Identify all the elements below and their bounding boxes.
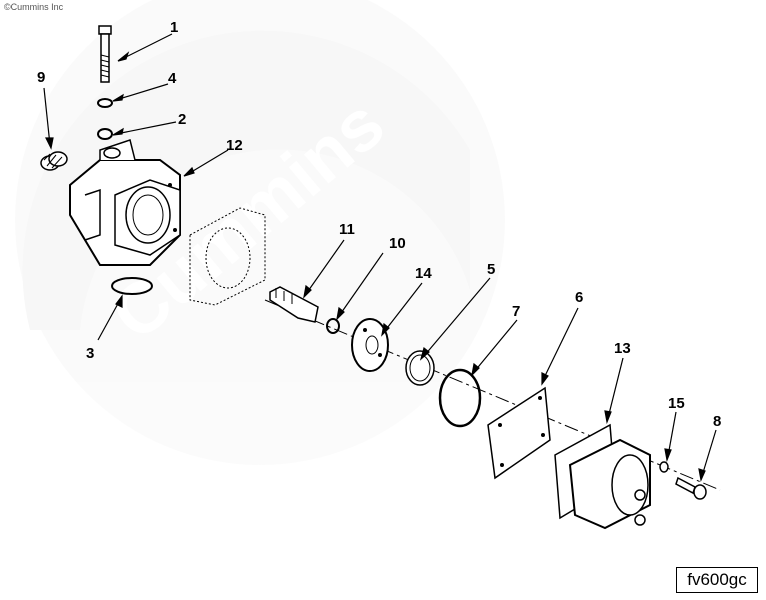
part-7-large-o-ring [438, 368, 482, 428]
leader-13 [607, 357, 624, 419]
leader-15 [667, 411, 677, 457]
callout-6: 6 [575, 289, 583, 306]
part-10-small-o-ring [326, 318, 340, 334]
leader-4 [115, 83, 169, 101]
callout-14: 14 [415, 265, 432, 282]
callout-7: 7 [512, 303, 520, 320]
leader-3 [97, 299, 121, 341]
part-14-disc [351, 318, 389, 372]
leader-6-arrow [541, 372, 549, 386]
leader-9-arrow [45, 137, 54, 150]
callout-11: 11 [339, 221, 355, 238]
part-12-housing [69, 139, 181, 266]
callout-15: 15 [668, 395, 685, 412]
part-4-lockwasher [97, 98, 113, 108]
leader-lines [43, 33, 717, 483]
leader-1-arrow [117, 51, 130, 62]
part-13-solenoid [554, 423, 651, 530]
callout-3: 3 [86, 345, 94, 362]
callout-9: 9 [37, 69, 45, 86]
callout-5: 5 [487, 261, 495, 278]
leader-5 [423, 277, 491, 357]
leader-7 [473, 319, 518, 373]
part-3-o-ring [111, 277, 153, 295]
part-15-washer [659, 461, 669, 473]
leader-11-arrow [303, 284, 312, 299]
part-1-bolt [98, 25, 112, 83]
leader-12-arrow [183, 166, 195, 177]
part-8-screw [675, 476, 707, 500]
leader-3-arrow [115, 294, 123, 308]
callout-1: 1 [170, 19, 178, 36]
callout-4: 4 [168, 70, 177, 87]
leader-6 [542, 307, 579, 381]
leader-10-arrow [336, 306, 345, 321]
leader-2-arrow [112, 127, 124, 136]
part-5-plate [405, 350, 435, 386]
callout-8: 8 [713, 413, 721, 430]
callout-12: 12 [226, 137, 243, 154]
leader-12 [187, 149, 229, 175]
leader-13-arrow [604, 410, 612, 425]
housing-gasket [189, 207, 266, 306]
leader-15-arrow [664, 448, 672, 463]
callout-2: 2 [178, 111, 186, 128]
copyright-text: ©Cummins Inc [4, 2, 64, 12]
leader-5-arrow [419, 346, 430, 361]
part-9-plug [40, 151, 68, 171]
leader-8 [701, 429, 717, 477]
callout-10: 10 [389, 235, 406, 252]
part-11-shaft [269, 286, 319, 323]
leader-10 [338, 252, 384, 317]
figure-id-label: fv600gc [676, 567, 758, 593]
leader-14-arrow [381, 322, 390, 337]
leader-11 [305, 239, 345, 295]
leader-4-arrow [112, 93, 124, 102]
part-6-gasket [487, 386, 551, 480]
leader-9 [43, 87, 51, 146]
watermark-swoosh [22, 30, 471, 331]
leader-2 [115, 121, 177, 135]
leader-7-arrow [471, 362, 480, 377]
leader-8-arrow [698, 468, 706, 483]
leader-1 [119, 33, 173, 61]
part-2-washer [97, 128, 113, 140]
leader-14 [383, 282, 423, 333]
callout-13: 13 [614, 340, 631, 357]
